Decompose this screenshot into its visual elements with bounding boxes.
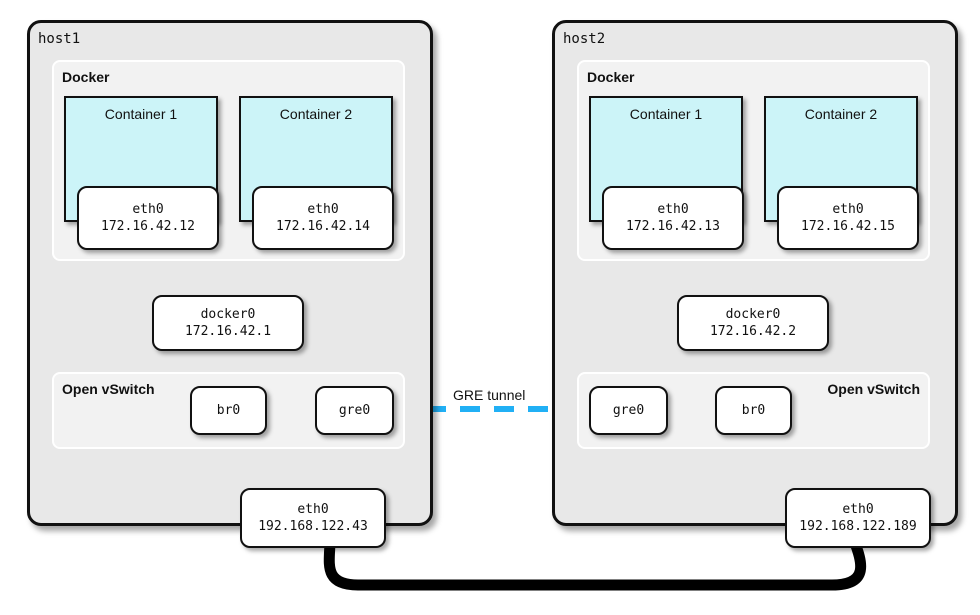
bridge-name: docker0 xyxy=(200,307,256,322)
host2-br0[interactable]: br0 xyxy=(715,386,792,435)
host2-label: host2 xyxy=(563,31,606,47)
iface-ip: 172.16.42.12 xyxy=(101,219,195,234)
host1-container2-eth0[interactable]: eth0 172.16.42.14 xyxy=(252,186,394,250)
host1-docker0-bridge[interactable]: docker0 172.16.42.1 xyxy=(152,295,304,351)
host2-gre0[interactable]: gre0 xyxy=(589,386,668,435)
host1-container1-title: Container 1 xyxy=(104,106,178,122)
iface-ip: 172.16.42.15 xyxy=(801,219,895,234)
iface-name: eth0 xyxy=(842,502,874,517)
physical-cable xyxy=(323,534,867,591)
iface-name: eth0 xyxy=(307,202,339,217)
host2-container2-eth0[interactable]: eth0 172.16.42.15 xyxy=(777,186,919,250)
tunnel-iface-name: gre0 xyxy=(612,403,645,418)
iface-name: eth0 xyxy=(832,202,864,217)
bridge-name: br0 xyxy=(216,403,241,418)
iface-ip: 192.168.122.43 xyxy=(258,519,368,534)
host1-docker-title: Docker xyxy=(62,69,110,85)
host1-br0[interactable]: br0 xyxy=(190,386,267,435)
host1-ovs-title: Open vSwitch xyxy=(62,381,155,397)
iface-name: eth0 xyxy=(132,202,164,217)
host1-eth0[interactable]: eth0 192.168.122.43 xyxy=(240,488,386,548)
host2-eth0[interactable]: eth0 192.168.122.189 xyxy=(785,488,931,548)
iface-ip: 172.16.42.14 xyxy=(276,219,370,234)
tunnel-iface-name: gre0 xyxy=(338,403,371,418)
host1-container2-title: Container 2 xyxy=(279,106,353,122)
iface-ip: 192.168.122.189 xyxy=(799,519,917,534)
bridge-name: br0 xyxy=(741,403,766,418)
bridge-name: docker0 xyxy=(725,307,781,322)
host1-label: host1 xyxy=(38,31,81,47)
iface-name: eth0 xyxy=(657,202,689,217)
bridge-ip: 172.16.42.1 xyxy=(184,324,272,339)
host2-docker-title: Docker xyxy=(587,69,635,85)
host1-container1-eth0[interactable]: eth0 172.16.42.12 xyxy=(77,186,219,250)
host2-container1-title: Container 1 xyxy=(629,106,703,122)
bridge-ip: 172.16.42.2 xyxy=(709,324,797,339)
host2-container1-eth0[interactable]: eth0 172.16.42.13 xyxy=(602,186,744,250)
iface-ip: 172.16.42.13 xyxy=(626,219,720,234)
gre-tunnel-label: GRE tunnel xyxy=(453,387,526,403)
host2-container2-title: Container 2 xyxy=(804,106,878,122)
host1-gre0[interactable]: gre0 xyxy=(315,386,394,435)
iface-name: eth0 xyxy=(297,502,329,517)
host2-docker0-bridge[interactable]: docker0 172.16.42.2 xyxy=(677,295,829,351)
host2-ovs-title: Open vSwitch xyxy=(827,381,920,397)
